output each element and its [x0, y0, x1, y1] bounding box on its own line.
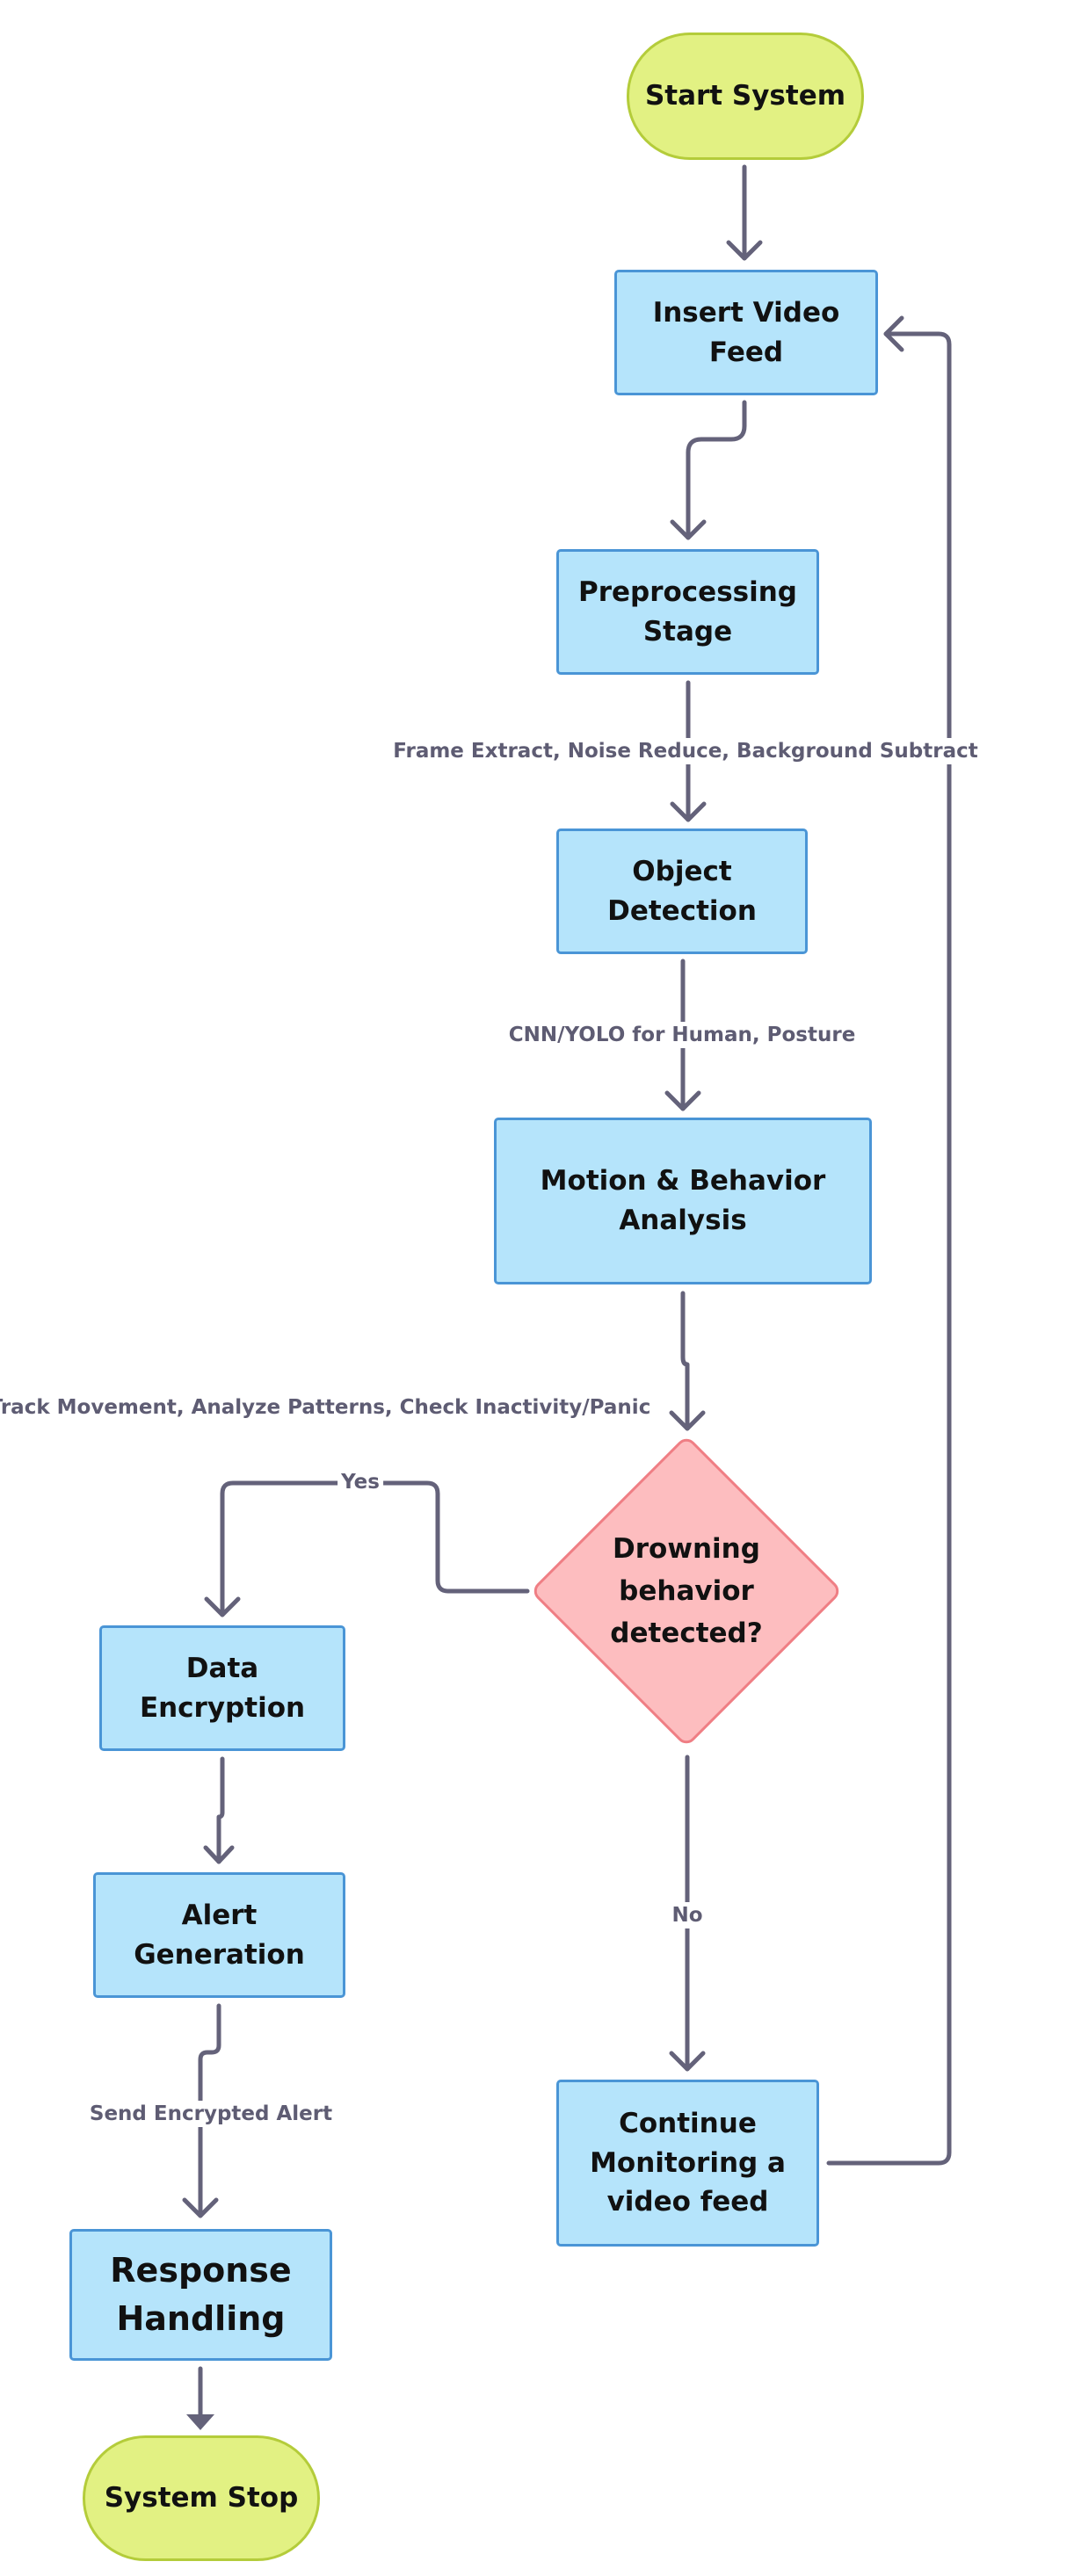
- arrowhead-preprocess: [670, 519, 707, 540]
- continue-monitoring-label: Continue Monitoring a video feed: [590, 2107, 786, 2218]
- edge-label-alert-to-response: Send Encrypted Alert: [85, 2101, 337, 2127]
- system-stop-label: System Stop: [104, 2482, 299, 2514]
- arrowhead-monitor: [669, 2051, 706, 2072]
- edge-decision-to-encryption: [220, 1480, 530, 1617]
- arrowhead-insert: [726, 240, 763, 261]
- start-system-label: Start System: [644, 80, 846, 112]
- edge-label-motion-to-decision: Track Movement, Analyze Patterns, Check …: [0, 1394, 655, 1421]
- edge-encryption-to-alert: [216, 1756, 225, 1864]
- arrowhead-response: [182, 2197, 219, 2218]
- arrowhead-object: [670, 801, 707, 822]
- object-detection-label: Object Detection: [607, 855, 757, 927]
- arrowhead-alert: [203, 1845, 235, 1864]
- edge-alert-to-response: [198, 2003, 221, 2218]
- edge-motion-to-decision: [680, 1291, 690, 1431]
- data-encryption-label: Data Encryption: [139, 1652, 306, 1724]
- preprocessing-stage-box: Preprocessing Stage: [556, 549, 819, 675]
- edge-label-preprocess-to-object: Frame Extract, Noise Reduce, Background …: [389, 738, 982, 764]
- edge-label-no: No: [668, 1902, 707, 1928]
- arrowhead-insert-loop: [883, 315, 904, 352]
- arrowhead-encryption: [204, 1596, 241, 1617]
- response-handling-box: Response Handling: [69, 2229, 332, 2361]
- edge-label-yes: Yes: [337, 1469, 383, 1495]
- arrowhead-stop: [186, 2414, 214, 2430]
- insert-video-feed-label: Insert Video Feed: [652, 296, 840, 368]
- edge-insert-to-preprocess: [686, 400, 747, 540]
- system-stop-terminal: System Stop: [83, 2435, 320, 2561]
- insert-video-feed-box: Insert Video Feed: [614, 270, 878, 395]
- start-system-terminal: Start System: [627, 33, 864, 160]
- arrowhead-decision: [669, 1410, 706, 1431]
- motion-behavior-analysis-label: Motion & Behavior Analysis: [540, 1165, 826, 1236]
- preprocessing-stage-label: Preprocessing Stage: [578, 575, 797, 648]
- alert-generation-box: Alert Generation: [93, 1872, 345, 1998]
- continue-monitoring-box: Continue Monitoring a video feed: [556, 2080, 819, 2247]
- motion-behavior-analysis-box: Motion & Behavior Analysis: [494, 1118, 872, 1284]
- drowning-decision-diamond: Drowning behavior detected?: [529, 1434, 844, 1748]
- data-encryption-box: Data Encryption: [99, 1625, 345, 1751]
- alert-generation-label: Alert Generation: [134, 1899, 305, 1971]
- object-detection-box: Object Detection: [556, 829, 808, 954]
- arrowhead-motion: [664, 1090, 701, 1111]
- drowning-decision-label: Drowning behavior detected?: [610, 1532, 763, 1650]
- edge-monitor-to-insert: [826, 331, 952, 2166]
- response-handling-label: Response Handling: [110, 2250, 292, 2338]
- edge-label-object-to-motion: CNN/YOLO for Human, Posture: [504, 1022, 860, 1048]
